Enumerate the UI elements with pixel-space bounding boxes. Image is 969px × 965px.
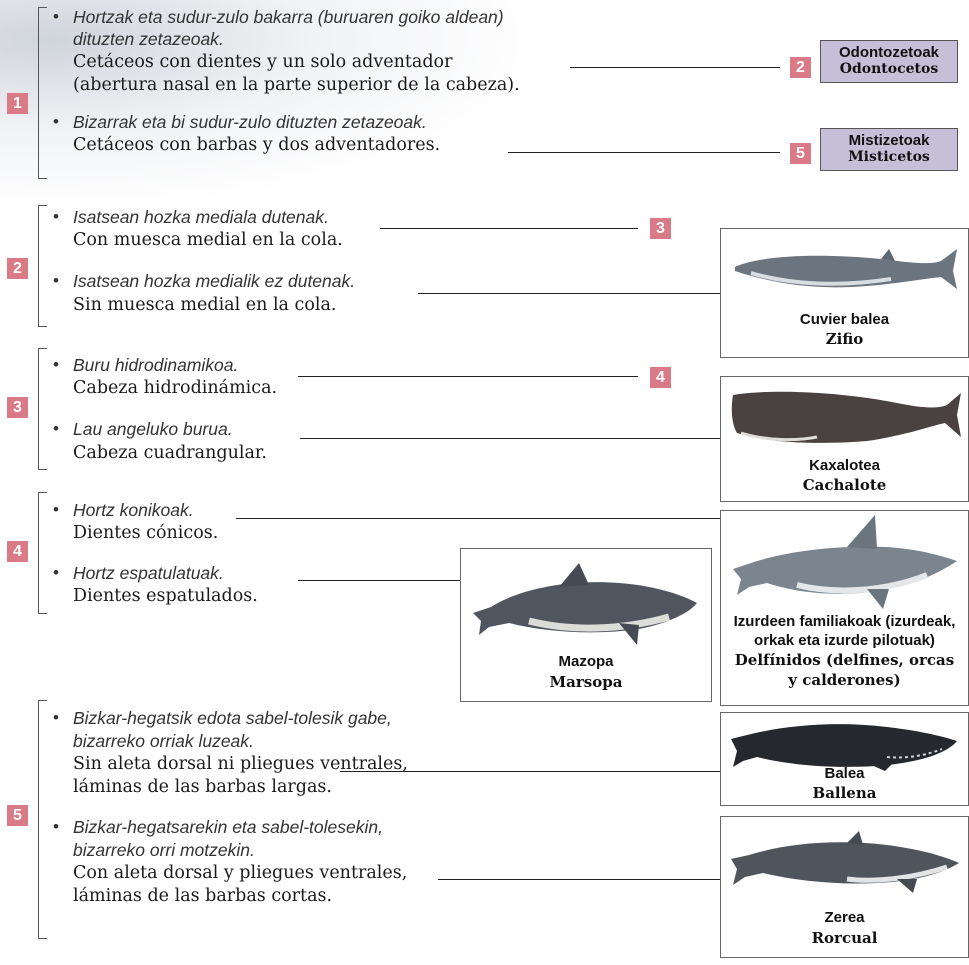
option-5a-es-line-2: láminas de las barbas largas.: [73, 777, 332, 797]
species-zerea-es: Rorcual: [721, 929, 968, 947]
species-cuvier-es: Zifio: [721, 330, 968, 348]
option-5a-eu-line-2: bizarreko orriak luzeak.: [73, 731, 254, 752]
species-panel-cachalote: Kaxalotea Cachalote: [720, 376, 969, 502]
couplet-2-number: 2: [7, 258, 28, 279]
rorqual-illustration: [727, 827, 963, 897]
option-5a-eu-line-1: Bizkar-hegatsik edota sabel-tolesik gabe…: [73, 708, 392, 729]
option-2a-eu: Isatsean hozka mediala dutenak.: [73, 207, 329, 228]
species-mazopa-es: Marsopa: [461, 673, 711, 691]
bullet: •: [53, 500, 59, 520]
option-4b-es: Dientes espatulados.: [73, 586, 258, 606]
option-1b-eu: Bizarrak eta bi sudur-zulo dituzten zeta…: [73, 112, 427, 133]
species-cachalote-eu: Kaxalotea: [721, 457, 968, 474]
couplet-5-number: 5: [7, 805, 28, 826]
bullet: •: [53, 419, 59, 439]
option-4a-es: Dientes cónicos.: [73, 523, 218, 543]
connector-line: [438, 879, 720, 880]
species-panel-balea: Balea Ballena: [720, 712, 969, 806]
bullet: •: [53, 708, 59, 728]
cuvier-whale-illustration: [731, 241, 959, 303]
couplet-4-number: 4: [7, 541, 28, 562]
option-1a-es-line-1: Cetáceos con dientes y un solo adventado…: [73, 52, 452, 72]
option-2b-es: Sin muesca medial en la cola.: [73, 295, 336, 315]
connector-line: [570, 67, 780, 68]
option-3a-es: Cabeza hidrodinámica.: [73, 378, 277, 398]
option-1a-eu-line-1: Hortzak eta sudur-zulo bakarra (buruaren…: [73, 7, 504, 28]
bullet: •: [53, 563, 59, 583]
species-balea-es: Ballena: [721, 784, 968, 802]
option-5b-eu-line-2: bizarreko orri motzekin.: [73, 840, 255, 861]
option-5b-es-line-1: Con aleta dorsal y pliegues ventrales,: [73, 863, 407, 883]
taxon-mysticetes-eu: Mistizetoak: [821, 132, 957, 149]
connector-line: [380, 228, 638, 229]
taxon-odontocetes-es: Odontocetos: [821, 61, 957, 77]
bullet: •: [53, 7, 59, 27]
sperm-whale-illustration: [727, 383, 963, 453]
option-2b-eu: Isatsean hozka medialik ez dutenak.: [73, 271, 355, 292]
option-1a-es-line-2: (abertura nasal en la parte superior de …: [73, 75, 520, 95]
species-delfinidos-eu-line-1: Izurdeen familiakoak (izurdeak,: [721, 613, 968, 630]
species-cuvier-eu: Cuvier balea: [721, 311, 968, 328]
right-whale-illustration: [727, 717, 963, 771]
taxon-mysticetes-es: Misticetos: [821, 149, 957, 165]
couplet-4-bracket: [38, 492, 47, 614]
porpoise-illustration: [469, 557, 703, 647]
taxon-odontocetes-box: Odontozetoak Odontocetos: [820, 40, 958, 83]
option-3a-eu: Buru hidrodinamikoa.: [73, 355, 238, 376]
taxon-mysticetes-number: 5: [790, 143, 811, 164]
option-5b-es-line-2: láminas de las barbas cortas.: [73, 886, 332, 906]
bullet: •: [53, 112, 59, 132]
species-cachalote-es: Cachalote: [721, 476, 968, 494]
couplet-2a-target: 3: [650, 218, 671, 239]
species-balea-eu: Balea: [721, 765, 968, 782]
couplet-3a-target: 4: [650, 367, 671, 388]
couplet-2-bracket: [38, 205, 47, 327]
bullet: •: [53, 207, 59, 227]
option-1b-es: Cetáceos con barbas y dos adventadores.: [73, 135, 440, 155]
connector-line: [236, 518, 720, 519]
species-panel-delfinidos: Izurdeen familiakoak (izurdeak, orkak et…: [720, 510, 969, 706]
couplet-1-number: 1: [7, 93, 28, 114]
couplet-5-bracket: [38, 700, 47, 939]
species-mazopa-eu: Mazopa: [461, 653, 711, 670]
species-delfinidos-es-line-2: y calderones): [721, 671, 968, 689]
species-delfinidos-es-line-1: Delfínidos (delfines, orcas: [721, 651, 968, 669]
option-4b-eu: Hortz espatulatuak.: [73, 563, 224, 584]
couplet-3-number: 3: [7, 397, 28, 418]
option-2a-es: Con muesca medial en la cola.: [73, 230, 343, 250]
taxon-mysticetes-box: Mistizetoak Misticetos: [820, 128, 958, 171]
bullet: •: [53, 271, 59, 291]
option-3b-eu: Lau angeluko burua.: [73, 419, 233, 440]
option-4a-eu: Hortz konikoak.: [73, 500, 194, 521]
connector-line: [300, 438, 720, 439]
species-delfinidos-eu-line-2: orkak eta izurde pilotuak): [721, 632, 968, 649]
bullet: •: [53, 817, 59, 837]
connector-line: [298, 376, 638, 377]
dolphin-illustration: [727, 511, 963, 611]
connector-line: [418, 293, 720, 294]
option-5b-eu-line-1: Bizkar-hegatsarekin eta sabel-tolesekin,: [73, 817, 383, 838]
couplet-1-bracket: [38, 7, 47, 179]
bullet: •: [53, 355, 59, 375]
taxon-odontocetes-eu: Odontozetoak: [821, 44, 957, 61]
species-panel-zerea: Zerea Rorcual: [720, 816, 969, 958]
option-3b-es: Cabeza cuadrangular.: [73, 443, 267, 463]
species-zerea-eu: Zerea: [721, 909, 968, 926]
option-1a-eu-line-2: dituzten zetazeoak.: [73, 29, 224, 50]
couplet-3-bracket: [38, 348, 47, 470]
species-panel-cuvier: Cuvier balea Zifio: [720, 228, 969, 358]
taxon-odontocetes-number: 2: [790, 57, 811, 78]
connector-line: [340, 771, 720, 772]
connector-line: [298, 580, 460, 581]
connector-line: [508, 152, 780, 153]
species-panel-mazopa: Mazopa Marsopa: [460, 548, 712, 702]
